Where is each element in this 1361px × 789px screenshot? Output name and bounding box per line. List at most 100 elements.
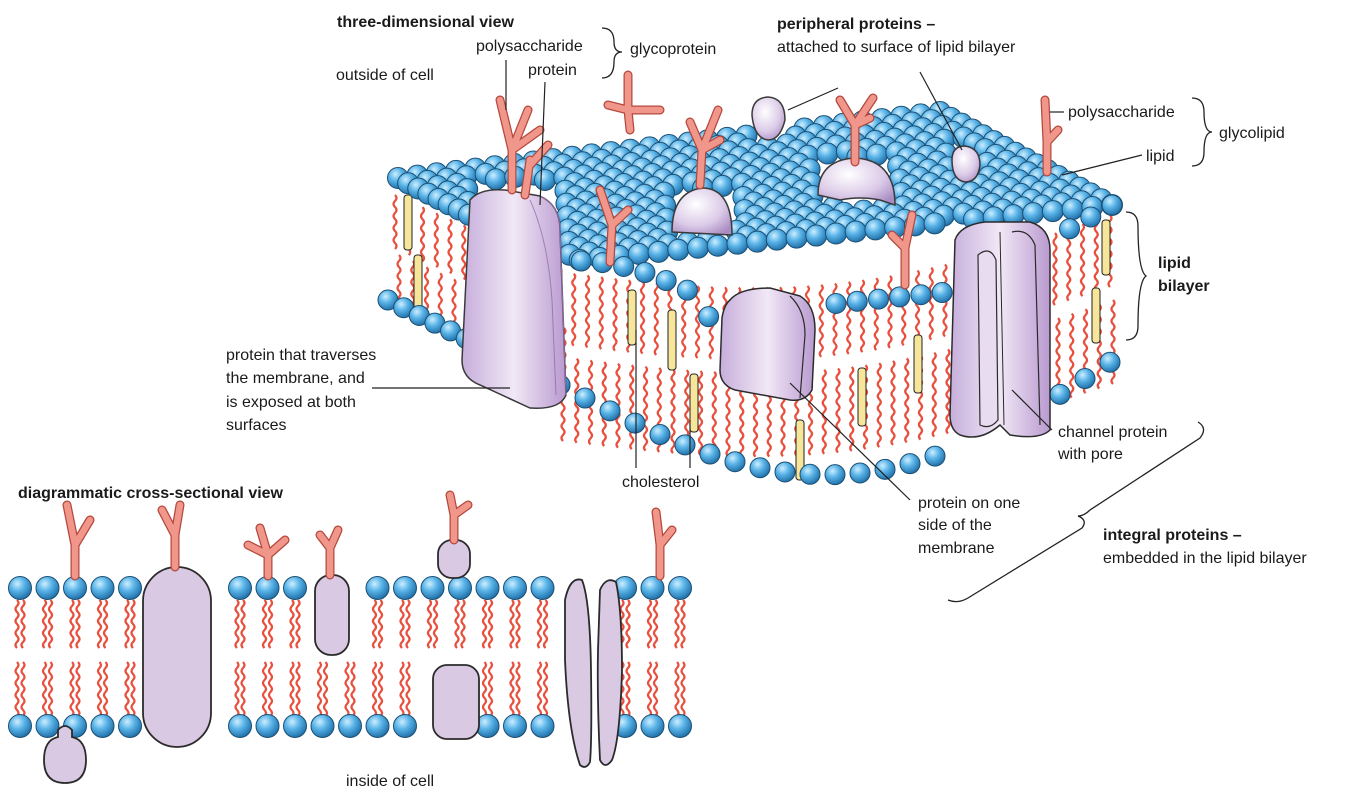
lipid-tail xyxy=(236,662,239,716)
traverse-label-3: is exposed at both xyxy=(226,394,356,411)
lipid-tail xyxy=(71,600,74,648)
phospholipid-head xyxy=(669,715,692,738)
phospholipid-head xyxy=(1100,352,1120,372)
peripheral-protein-top-2 xyxy=(952,146,980,182)
lipid-tail xyxy=(1054,233,1057,305)
bilayer-label-1: lipid xyxy=(1158,255,1191,272)
phospholipid-head xyxy=(668,239,689,260)
lipid-tail xyxy=(263,662,266,716)
phospholipid-head xyxy=(641,715,664,738)
phospholipid-head xyxy=(575,388,595,408)
lipid-tail xyxy=(699,371,702,455)
phospholipid-head xyxy=(800,464,820,484)
lipid-tail xyxy=(538,662,541,716)
channel-protein-3d xyxy=(950,222,1050,437)
channel-label-2: with pore xyxy=(1057,446,1123,463)
lipid-tail xyxy=(43,662,46,716)
phospholipid-head xyxy=(727,233,748,254)
phospholipid-head xyxy=(9,577,32,600)
one-side-label-2: side of the xyxy=(918,517,992,534)
phospholipid-head xyxy=(531,715,554,738)
phospholipid-head xyxy=(284,577,307,600)
channel-protein-cross-right xyxy=(598,580,622,765)
phospholipid-head xyxy=(1060,219,1080,239)
cholesterol-bar xyxy=(668,310,676,370)
lipid-tail xyxy=(132,600,135,648)
phospholipid-head xyxy=(825,465,845,485)
lipid-tail xyxy=(352,662,355,716)
lipid-tail xyxy=(394,195,397,249)
phospholipid-head xyxy=(421,577,444,600)
phospholipid-head xyxy=(284,715,307,738)
lipid-tail xyxy=(269,600,272,648)
phospholipid-head xyxy=(1102,195,1122,215)
lipid-tail xyxy=(654,600,657,648)
phospholipid-head xyxy=(366,715,389,738)
glycolipid-label: glycolipid xyxy=(1219,125,1285,142)
phospholipid-head xyxy=(669,577,692,600)
lipid-tail xyxy=(297,662,300,716)
lipid-tail xyxy=(627,662,630,716)
lipid-tail xyxy=(586,275,589,347)
one-side-protein-3d xyxy=(720,288,815,400)
phospholipid-head xyxy=(699,307,719,327)
lipid-tail xyxy=(428,600,431,648)
phospholipid-head xyxy=(786,227,807,248)
phospholipid-head xyxy=(868,289,888,309)
lipid-tail xyxy=(435,213,438,267)
cholesterol-label: cholesterol xyxy=(622,474,699,491)
phospholipid-head xyxy=(614,256,634,276)
lipid-tail xyxy=(263,600,266,648)
lipid-tail xyxy=(648,662,651,716)
phospholipid-head xyxy=(119,577,142,600)
lipid-tail xyxy=(373,662,376,716)
phospholipid-head xyxy=(775,462,795,482)
lipid-tail xyxy=(324,662,327,716)
lipid-tail xyxy=(544,600,547,648)
lipid-tail xyxy=(654,662,657,716)
phospholipid-head xyxy=(707,235,728,256)
phospholipid-head xyxy=(656,271,676,291)
lipid-tail xyxy=(104,600,107,648)
inside-cell-label: inside of cell xyxy=(346,773,434,789)
lipid-tail xyxy=(407,600,410,648)
phospholipid-head xyxy=(394,577,417,600)
phospholipid-head xyxy=(817,143,838,164)
glycoprotein-brace xyxy=(602,28,622,78)
peripheral-desc: attached to surface of lipid bilayer xyxy=(777,39,1016,56)
cholesterol-bar xyxy=(404,195,412,250)
traverse-label-1: protein that traverses xyxy=(226,347,376,364)
channel-protein-cross-left xyxy=(565,579,591,766)
lipid-tail xyxy=(16,600,19,648)
lipid-tail xyxy=(104,662,107,716)
phospholipid-head xyxy=(485,169,506,190)
phospholipid-head xyxy=(924,213,945,234)
phospholipid-head xyxy=(571,251,591,271)
phospholipid-head xyxy=(91,715,114,738)
lipid-tail xyxy=(930,268,933,340)
phospholipid-head xyxy=(900,454,920,474)
lipid-tail xyxy=(77,662,80,716)
lipid-tail xyxy=(71,662,74,716)
lipid-tail xyxy=(682,600,685,648)
lipid-tail xyxy=(379,600,382,648)
cholesterol-bar xyxy=(628,290,636,345)
lipid-tail xyxy=(98,600,101,648)
lipid-tail xyxy=(407,662,410,716)
three-d-title: three-dimensional view xyxy=(337,14,514,31)
lipid-tail xyxy=(600,277,603,349)
peripheral-protein-cross-glyco xyxy=(315,575,349,655)
lipid-tail xyxy=(16,662,19,716)
lipid-tail xyxy=(837,369,840,453)
lipid-tail xyxy=(713,372,716,456)
lipid-tail xyxy=(242,600,245,648)
lipid-tail xyxy=(511,600,514,648)
lipid-tail xyxy=(676,662,679,716)
outside-cell-label: outside of cell xyxy=(336,67,434,84)
lipid-tail xyxy=(614,279,617,351)
phospholipid-head xyxy=(229,715,252,738)
glycolipid-lipid-pointer xyxy=(1062,155,1142,175)
lipid-tail xyxy=(43,600,46,648)
phospholipid-head xyxy=(635,263,655,283)
lipid-tail xyxy=(933,353,936,437)
